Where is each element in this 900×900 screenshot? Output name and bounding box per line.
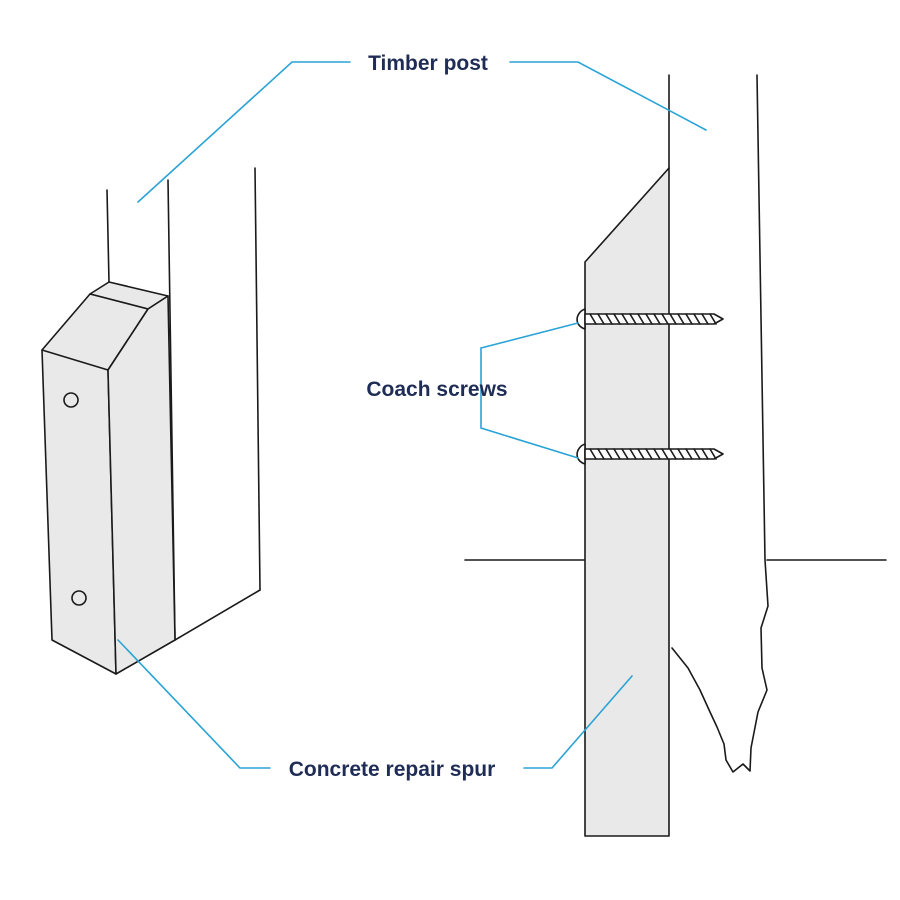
coach-screw-bottom <box>576 443 724 465</box>
coach-screw-thread-bottom <box>589 448 717 460</box>
left-illustration <box>41 167 261 675</box>
spur-bolt-hole-top <box>63 392 79 408</box>
leader-spur-right <box>523 675 633 769</box>
leader-lines <box>117 61 707 769</box>
coach-screw-shank-bottom <box>584 448 724 460</box>
coach-screw-head-bottom <box>576 443 586 465</box>
right-timber-post <box>668 74 769 773</box>
spur-side-face <box>107 295 176 675</box>
spur-chamfer-edge <box>41 349 109 371</box>
coach-screw-head-top <box>576 308 586 330</box>
label-concrete-repair-spur: Concrete repair spur <box>289 758 496 781</box>
left-post-right-edge <box>254 167 261 591</box>
right-illustration <box>464 74 887 837</box>
left-concrete-spur <box>41 281 176 675</box>
coach-screw-thread-top <box>589 313 717 325</box>
right-concrete-spur <box>584 167 670 837</box>
label-coach-screws: Coach screws <box>366 378 507 401</box>
coach-screw-shank-top <box>584 313 724 325</box>
left-post-back-edge <box>106 189 110 283</box>
leader-timber-post-left <box>137 61 351 203</box>
spur-bolt-hole-bottom <box>71 590 87 606</box>
leader-spur-left <box>117 639 271 769</box>
leader-timber-post-right <box>509 61 707 131</box>
coach-screw-top <box>576 308 724 330</box>
right-post-right-edge-rotted <box>671 74 769 773</box>
left-post-bottom-edge <box>174 589 261 641</box>
leader-coach-screws <box>480 322 579 459</box>
label-timber-post: Timber post <box>368 52 488 75</box>
